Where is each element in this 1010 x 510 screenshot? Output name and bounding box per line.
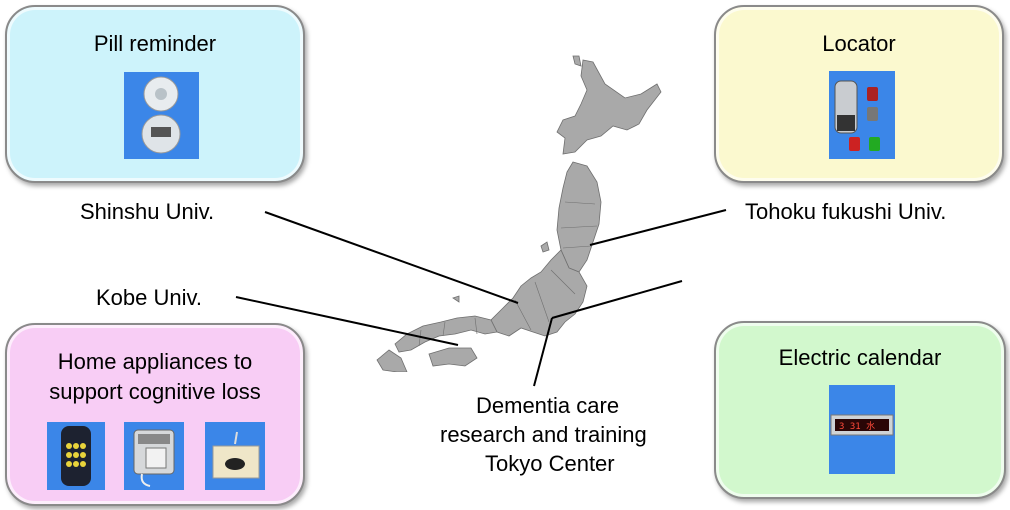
electric-calendar-title: Electric calendar <box>778 345 942 370</box>
home-appliances-title-line1: Home appliances to <box>57 349 253 374</box>
kyushu <box>376 349 408 372</box>
remote-control-photo <box>47 422 105 490</box>
shinshu-line <box>264 211 519 304</box>
pill-reminder-title: Pill reminder <box>93 31 217 56</box>
hokkaido <box>556 59 662 155</box>
electric-calendar-box: Electric calendar 3 31 水 <box>714 321 1006 499</box>
svg-text:3 31 水: 3 31 水 <box>839 420 875 432</box>
telephone-photo <box>124 422 184 490</box>
home-appliances-title-line2: support cognitive loss <box>49 379 261 404</box>
tohoku-line <box>589 209 727 246</box>
center-line-1 <box>551 280 683 319</box>
japan-map <box>376 55 662 372</box>
center-line-2 <box>533 317 553 387</box>
shinshu-univ-label: Shinshu Univ. <box>80 199 215 224</box>
home-appliances-box: Home appliances to support cognitive los… <box>5 323 305 506</box>
tokyo-center-label-line2: research and training <box>440 422 647 447</box>
locator-box: Locator <box>714 5 1004 183</box>
kobe-univ-label: Kobe Univ. <box>96 285 202 310</box>
appliance-photo <box>205 422 265 490</box>
locator-device-photo <box>829 71 895 159</box>
led-calendar-photo: 3 31 水 <box>829 385 895 474</box>
locator-title: Locator <box>822 31 896 56</box>
tokyo-center-label-line3: Tokyo Center <box>485 451 615 476</box>
chugoku-kansai <box>394 315 498 353</box>
pill-dispenser-photo <box>124 72 199 159</box>
tokyo-center-label-line1: Dementia care <box>476 393 620 418</box>
kobe-line <box>235 296 459 346</box>
pill-reminder-box: Pill reminder <box>5 5 305 183</box>
shikoku <box>428 347 478 367</box>
tohoku-fukushi-univ-label: Tohoku fukushi Univ. <box>745 199 947 224</box>
